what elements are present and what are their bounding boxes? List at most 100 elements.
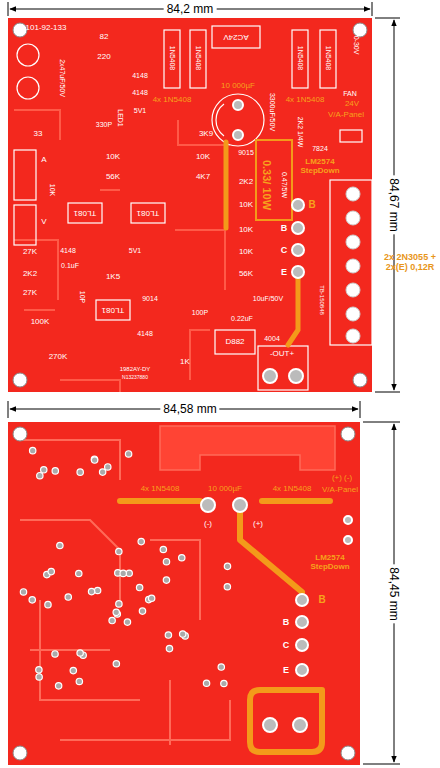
annotation-label: V/A-Panel <box>328 111 364 119</box>
silkscreen-label: 9015 <box>238 149 254 156</box>
solder-pad <box>37 473 43 479</box>
solder-pad <box>76 678 82 684</box>
solder-pad <box>125 451 131 457</box>
annotation-label: B <box>318 595 325 605</box>
solder-pad <box>36 667 42 673</box>
silkscreen-label: TB-150848 <box>319 285 325 315</box>
solder-pad <box>124 619 130 625</box>
dimension-label: 84,58 mm <box>160 403 219 415</box>
solder-pad <box>136 584 142 590</box>
silkscreen-label: 2K2 <box>239 178 253 186</box>
solder-pad <box>116 601 122 607</box>
solder-pad <box>94 587 100 593</box>
solder-pad <box>113 661 119 667</box>
silkscreen-label: 101-92-133 <box>26 24 67 32</box>
silkscreen-label: -OUT+ <box>270 350 294 358</box>
solder-pad <box>138 538 144 544</box>
solder-pad <box>77 650 83 656</box>
silkscreen-label: (+) <box>253 520 263 528</box>
silkscreen-label: 5V1 <box>129 247 141 254</box>
silkscreen-label: 10K <box>239 248 253 256</box>
annotation-label: V/A-Panel <box>322 486 358 494</box>
power-resistor-outline <box>256 140 292 220</box>
dimension-lines <box>8 2 400 764</box>
annotation-label: 4x 1N5408 <box>141 485 180 493</box>
solder-pad <box>105 464 111 470</box>
solder-pad <box>166 645 172 651</box>
silkscreen-label: V <box>41 218 46 226</box>
solder-pad <box>148 595 154 601</box>
silkscreen-label: 56K <box>106 173 120 181</box>
silkscreen-label: FAN <box>343 90 357 97</box>
silkscreen-label: 27K <box>23 289 37 297</box>
silkscreen-label: C <box>281 246 288 255</box>
solder-pad <box>41 467 47 473</box>
silkscreen-label: 2K2 <box>23 270 37 278</box>
dimension-label: 84,45 mm <box>388 564 400 623</box>
copper-traces <box>20 440 230 745</box>
solder-pad <box>55 683 61 689</box>
terminal-holes <box>346 187 360 343</box>
pcb-top <box>8 18 372 392</box>
solder-pad <box>139 608 145 614</box>
silkscreen-label: 7824 <box>312 145 328 152</box>
silkscreen-label: 5V1 <box>134 107 146 114</box>
solder-pad <box>52 651 58 657</box>
silkscreen-label: 9014 <box>142 295 158 302</box>
silkscreen-label: (-) <box>204 520 212 528</box>
highlight-traces <box>226 142 298 345</box>
annotation-label: B <box>308 200 315 210</box>
solder-pads <box>20 447 230 689</box>
copper-pour <box>160 426 335 470</box>
solder-pad <box>165 632 171 638</box>
silkscreen-label: 10K <box>239 226 253 234</box>
solder-pad <box>218 664 224 670</box>
annotation-label: 2x 2N3055 + 2x(E) 0,12R <box>381 252 439 273</box>
silkscreen-label: 10K <box>239 201 253 209</box>
silkscreen-label: 82 <box>100 33 109 41</box>
solder-pad <box>116 548 122 554</box>
silkscreen-label: 1N5408 <box>325 46 332 71</box>
solder-pad <box>20 589 26 595</box>
annotation-label: 4x 1N5408 <box>273 485 312 493</box>
solder-pad <box>163 558 169 564</box>
dimension-label: 84,67 mm <box>388 175 400 234</box>
solder-pad <box>109 617 115 623</box>
silkscreen-label: 4K7 <box>196 173 210 181</box>
silkscreen-label: 27K <box>23 248 37 256</box>
silkscreen-label: 1N5408 <box>195 46 202 71</box>
silkscreen-label: 10K <box>49 184 56 196</box>
solder-pad <box>224 563 230 569</box>
silkscreen-label: 10K <box>196 153 210 161</box>
solder-pad <box>203 680 209 686</box>
solder-pad <box>52 468 58 474</box>
silkscreen-label: 2x47uF/50V <box>59 59 66 97</box>
solder-pad <box>160 546 166 552</box>
silkscreen-label: 4148 <box>132 72 148 79</box>
solder-pad <box>91 457 97 463</box>
silkscreen-label: B <box>281 224 288 233</box>
silkscreen-label: 2K2 1/4W <box>297 117 304 148</box>
solder-pad <box>163 577 169 583</box>
silkscreen-label: 4148 <box>60 247 76 254</box>
solder-pad <box>70 667 76 673</box>
solder-pad <box>91 456 97 462</box>
silkscreen-label: 1N5408 <box>297 46 304 71</box>
silkscreen-label: C <box>283 641 290 650</box>
silkscreen-label: AC24V <box>223 33 248 41</box>
silkscreen-label: 4148 <box>132 89 148 96</box>
mounting-holes <box>13 427 355 760</box>
solder-pad <box>57 542 63 548</box>
silkscreen-label: 220 <box>97 53 110 61</box>
silkscreen-label: E <box>281 268 287 277</box>
silkscreen-label: 270K <box>49 353 68 361</box>
annotation-label: LM2574 StepDown <box>292 157 348 175</box>
solder-pad <box>45 601 51 607</box>
bottom-pads <box>201 498 352 732</box>
copper-traces <box>14 110 230 392</box>
silkscreen-label: 33 <box>34 130 43 138</box>
silkscreen-label: 10K <box>106 153 120 161</box>
solder-pad <box>48 568 54 574</box>
silkscreen-label: TL081 <box>137 209 160 217</box>
